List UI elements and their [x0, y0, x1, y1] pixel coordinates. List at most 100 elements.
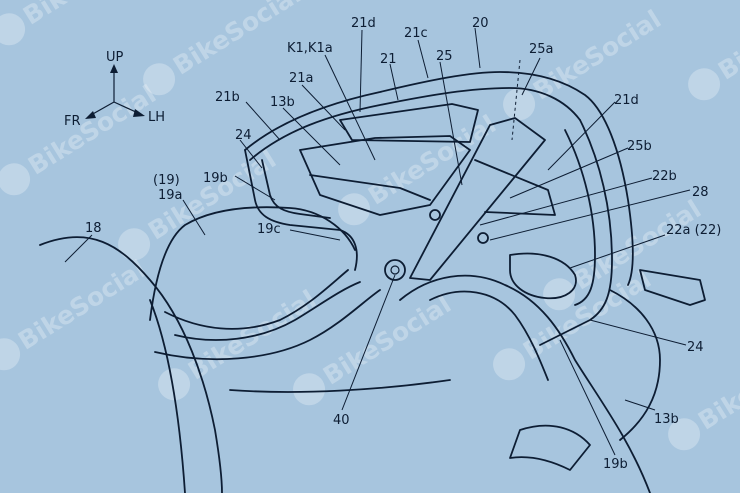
leader-19b [234, 175, 276, 201]
seat-side-line-lower [154, 289, 381, 361]
svg-text:BikeSocial: BikeSocial [23, 79, 161, 180]
leader-lines [64, 27, 691, 456]
label-28: 28 [692, 185, 709, 200]
lh-arrow-icon [113, 101, 139, 114]
recess-inner-line [309, 174, 431, 201]
watermark-logo-icon [503, 88, 536, 121]
leader-24-right [589, 319, 687, 346]
leader-22a [569, 234, 666, 269]
frame-left-inner [261, 159, 331, 219]
label-20: 20 [472, 16, 489, 31]
watermark: BikeSocial [143, 0, 306, 96]
svg-text:BikeSocial: BikeSocial [18, 0, 156, 31]
label-24-right: 24 [687, 340, 704, 355]
watermark-logo-icon [118, 228, 151, 261]
leader-k1 [324, 54, 376, 161]
leader-19a [182, 199, 206, 236]
frame-right-inner [564, 129, 596, 306]
side-reflector [639, 269, 706, 306]
svg-text:BikeSocial: BikeSocial [183, 284, 321, 385]
fr-arrow-icon [90, 101, 115, 116]
label-19-paren: (19) [153, 173, 180, 188]
leader-19c [289, 229, 341, 241]
watermark: BikeSocial [0, 254, 151, 371]
frame-right-24 [539, 119, 613, 346]
watermark: BikeSocial [0, 79, 161, 196]
leader-25 [439, 61, 463, 186]
leader-22b [479, 177, 653, 226]
watermark-logo-icon [688, 68, 721, 101]
label-25a: 25a [529, 42, 554, 57]
fastener-40 [384, 259, 406, 281]
seat-side-line [174, 281, 361, 341]
lh-label: LH [148, 110, 165, 125]
leader-40 [341, 274, 396, 411]
leader-21 [389, 63, 399, 101]
leader-21d-right [547, 101, 616, 171]
drawing-lines [39, 59, 706, 493]
label-25b: 25b [627, 139, 652, 154]
label-21a: 21a [289, 71, 314, 86]
pillion-seat-edge [164, 269, 349, 330]
seat-outline [39, 236, 223, 493]
svg-text:BikeSocial: BikeSocial [168, 0, 306, 81]
leader-28 [489, 189, 691, 241]
svg-text:BikeSocial: BikeSocial [363, 109, 501, 210]
fr-label: FR [64, 114, 81, 129]
leader-18 [64, 234, 93, 263]
fr-arrowhead-icon [85, 111, 96, 119]
tail-cover-inner [429, 290, 549, 381]
label-13b-top: 13b [270, 95, 295, 110]
lh-arrowhead-icon [133, 109, 145, 117]
fastener-40-inner [390, 265, 400, 275]
leader-21b [245, 101, 281, 141]
watermark: BikeSocial [688, 0, 740, 101]
bracket-22a [509, 252, 577, 300]
label-21b: 21b [215, 90, 240, 105]
up-arrowhead-icon [110, 64, 118, 73]
leader-21c [417, 39, 429, 79]
fastener [477, 232, 489, 244]
watermark-logo-icon [158, 368, 191, 401]
leader-21d-top [359, 29, 363, 113]
svg-text:BikeSocial: BikeSocial [713, 0, 740, 86]
svg-text:BikeSocial: BikeSocial [318, 289, 456, 390]
label-19c: 19c [257, 222, 281, 237]
label-24-left: 24 [235, 128, 252, 143]
label-19a: 19a [158, 188, 183, 203]
leader-24-left [239, 139, 263, 169]
carrier-plate-21a [339, 103, 479, 143]
leader-25b [509, 147, 629, 199]
label-21d-top: 21d [351, 16, 376, 31]
strut-hidden-line [511, 59, 521, 141]
watermark: BikeSocial [338, 109, 501, 226]
rear-fender-line [609, 289, 661, 441]
side-panel-line [229, 379, 451, 393]
label-k1: K1,K1a [287, 41, 333, 56]
watermark-logo-icon [543, 278, 576, 311]
tail-cover-13b [399, 274, 651, 493]
label-22a: 22a (22) [666, 223, 721, 238]
label-19b-bottom: 19b [603, 457, 628, 472]
strut-25 [409, 117, 546, 281]
watermark-logo-icon [493, 348, 526, 381]
reference-labels: 20 21d 21c K1,K1a 21 25 25a 21a 21b 13b … [85, 16, 721, 472]
label-40: 40 [333, 413, 350, 428]
leader-21a [301, 84, 346, 131]
seat-inner-line [149, 299, 186, 493]
svg-text:BikeSocial: BikeSocial [13, 254, 151, 355]
direction-indicator: UP FR LH [64, 50, 165, 129]
watermark-logo-icon [0, 13, 26, 46]
watermark-logo-icon [668, 418, 701, 451]
leader-19b-bottom [559, 339, 616, 456]
frame-left-24 [244, 149, 358, 271]
fastener [429, 209, 441, 221]
pillion-seat-outline [149, 206, 356, 321]
label-19b-left: 19b [203, 171, 228, 186]
leader-25a [521, 57, 541, 96]
label-25: 25 [436, 49, 453, 64]
tail-light-slot [509, 424, 591, 471]
label-21: 21 [380, 52, 397, 67]
watermark-logo-icon [293, 373, 326, 406]
